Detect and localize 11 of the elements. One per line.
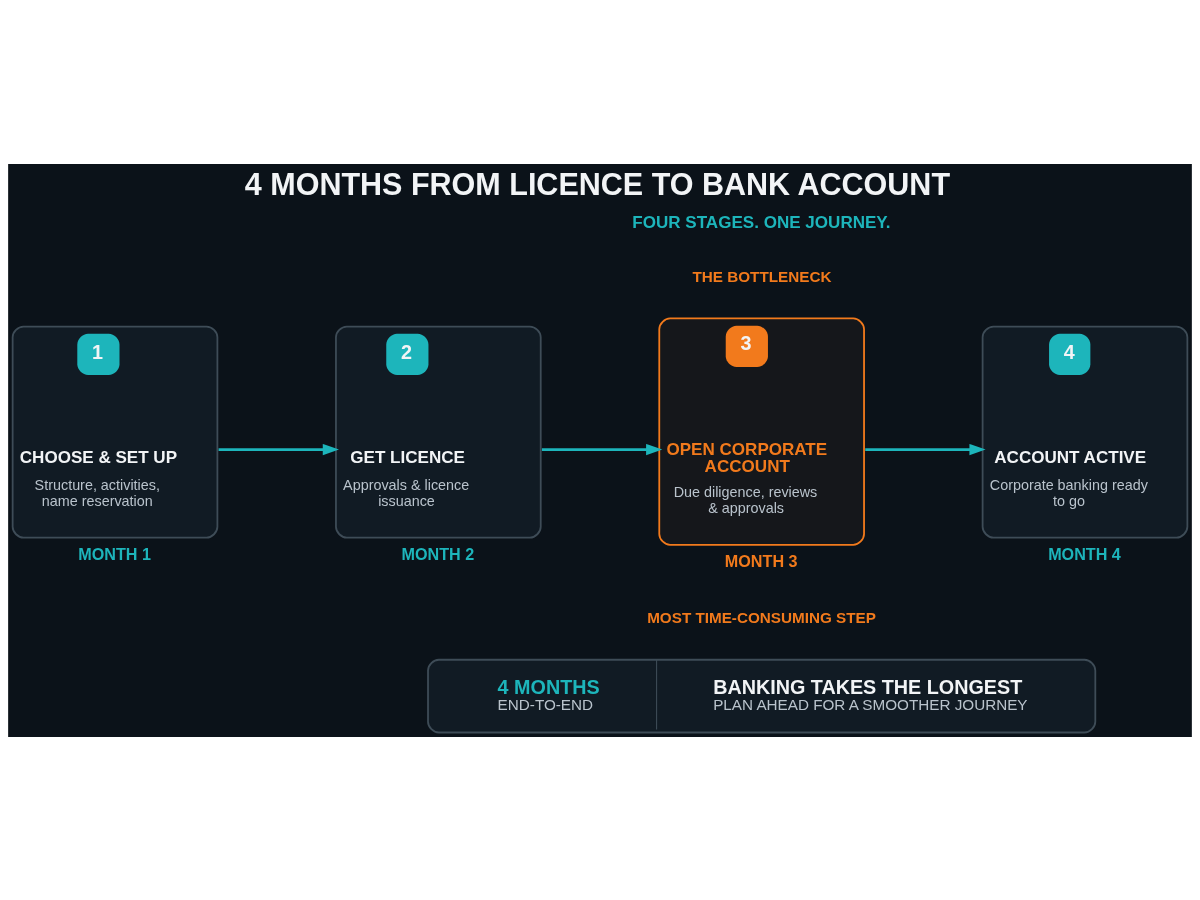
node-label: MONTH 4 (1048, 544, 1121, 563)
node-label: MONTH 2 (401, 544, 475, 563)
arrow (218, 443, 339, 455)
node-label: MONTH 3 (724, 551, 798, 570)
arrow (541, 443, 663, 455)
arrow (865, 443, 986, 455)
node-label: MONTH 1 (78, 544, 151, 563)
label: THE BOTTLENECK (692, 267, 832, 285)
label: MOST TIME-CONSUMING STEP (647, 608, 876, 626)
diagram-title: 4 MONTHS FROM LICENCE TO BANK ACCOUNT (244, 166, 951, 201)
label: FOUR STAGES. ONE JOURNEY. (632, 212, 891, 231)
